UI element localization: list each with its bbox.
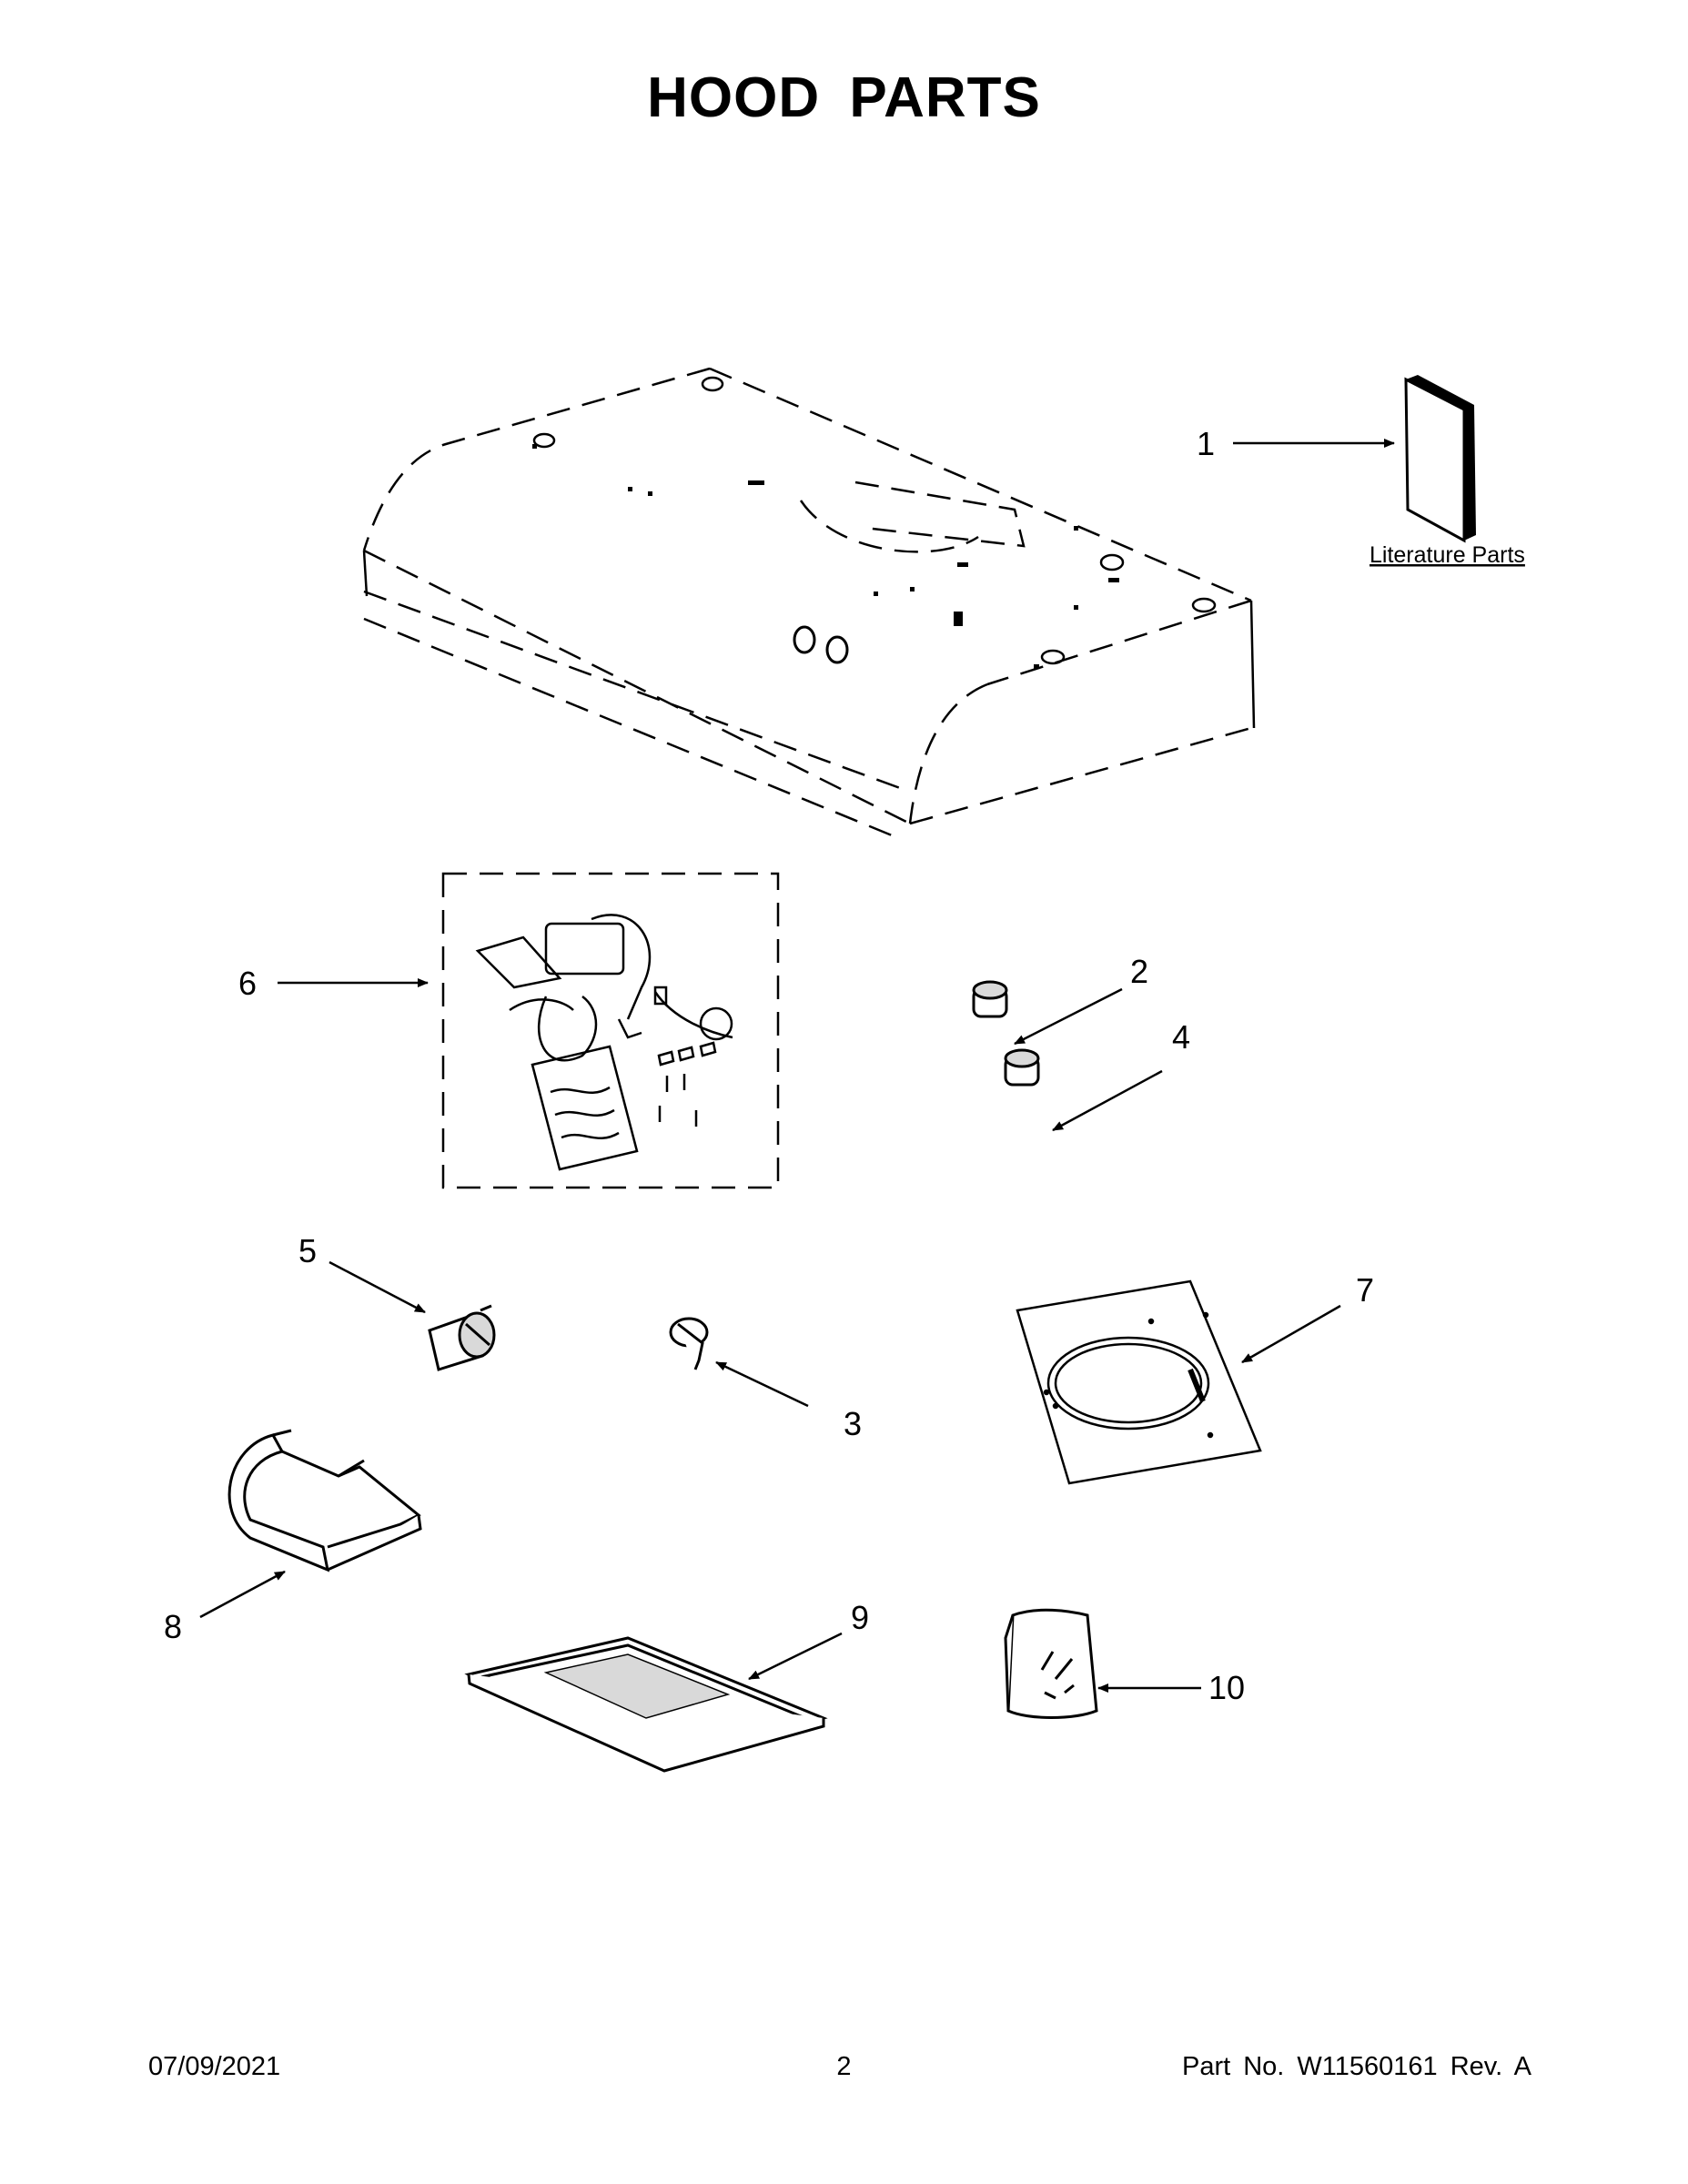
- knob-drawing: [669, 1317, 709, 1370]
- literature-parts-drawing: [1404, 375, 1476, 543]
- footer-page-number: 2: [836, 2052, 852, 2081]
- callout-10: 10: [1208, 1669, 1245, 1706]
- hood-detail-marks: [532, 444, 1119, 669]
- hardware-bag-drawing: [1004, 1608, 1098, 1719]
- footer-part-number: Part No. W11560161 Rev. A: [1181, 2052, 1531, 2081]
- switch-knob-2-drawing: [972, 980, 1008, 1018]
- callout-5: 5: [298, 1232, 317, 1269]
- arrow-8: [199, 1570, 286, 1619]
- arrow-3: [715, 1360, 809, 1408]
- callout-7: 7: [1356, 1271, 1374, 1309]
- literature-parts-label: Literature Parts: [1370, 542, 1525, 568]
- callout-4: 4: [1172, 1018, 1190, 1056]
- callout-2: 2: [1130, 953, 1148, 990]
- arrow-5: [329, 1260, 426, 1314]
- callout-labels: 1 2 3 4 5 6 7 8 9 10: [164, 425, 1374, 1706]
- arrow-9: [748, 1632, 843, 1681]
- damper-drawing: [428, 1304, 496, 1371]
- callout-3: 3: [844, 1405, 862, 1442]
- hood-body-drawing: [362, 367, 1256, 839]
- callout-1: 1: [1197, 425, 1215, 462]
- blower-assembly-drawing: [441, 872, 780, 1189]
- grease-filter-drawing: [464, 1636, 828, 1773]
- arrow-4: [1052, 1069, 1163, 1132]
- footer-date: 07/09/2021: [148, 2052, 281, 2081]
- callout-arrows: [199, 439, 1395, 1693]
- callout-6: 6: [238, 965, 257, 1002]
- arrow-7: [1241, 1304, 1341, 1364]
- callout-8: 8: [164, 1608, 182, 1645]
- filter-bracket-drawing: [227, 1429, 422, 1572]
- callout-9: 9: [851, 1599, 869, 1636]
- duct-plate-drawing: [1016, 1279, 1262, 1485]
- page-title: HOOD PARTS: [647, 66, 1041, 129]
- switch-knob-4-drawing: [1004, 1048, 1040, 1087]
- arrow-2: [1014, 987, 1123, 1046]
